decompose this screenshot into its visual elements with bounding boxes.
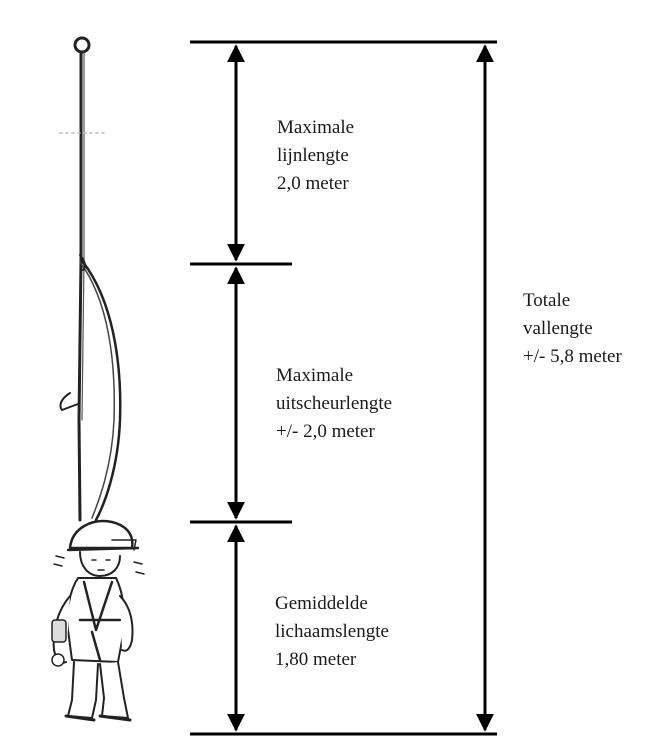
- worker-illustration: [52, 38, 144, 720]
- label-line: 2,0 meter: [277, 170, 354, 198]
- label-line: +/- 2,0 meter: [276, 418, 392, 446]
- lifeline: [79, 52, 81, 520]
- max-line-length-label: Maximale lijnlengte 2,0 meter: [277, 114, 354, 198]
- label-line: Totale: [523, 287, 622, 315]
- label-line: lichaamslengte: [275, 618, 389, 646]
- label-line: +/- 5,8 meter: [523, 343, 622, 371]
- label-line: 1,80 meter: [275, 646, 389, 674]
- helmet-icon: [70, 521, 132, 548]
- label-line: Gemiddelde: [275, 590, 389, 618]
- label-line: lijnlengte: [277, 142, 354, 170]
- label-line: Maximale: [276, 362, 392, 390]
- max-tearout-length-label: Maximale uitscheurlengte +/- 2,0 meter: [276, 362, 392, 446]
- label-line: Maximale: [277, 114, 354, 142]
- average-body-length-label: Gemiddelde lichaamslengte 1,80 meter: [275, 590, 389, 674]
- label-line: uitscheurlengte: [276, 390, 392, 418]
- label-line: vallengte: [523, 315, 622, 343]
- total-fall-distance-label: Totale vallengte +/- 5,8 meter: [523, 287, 622, 371]
- anchor-ring-icon: [75, 38, 89, 52]
